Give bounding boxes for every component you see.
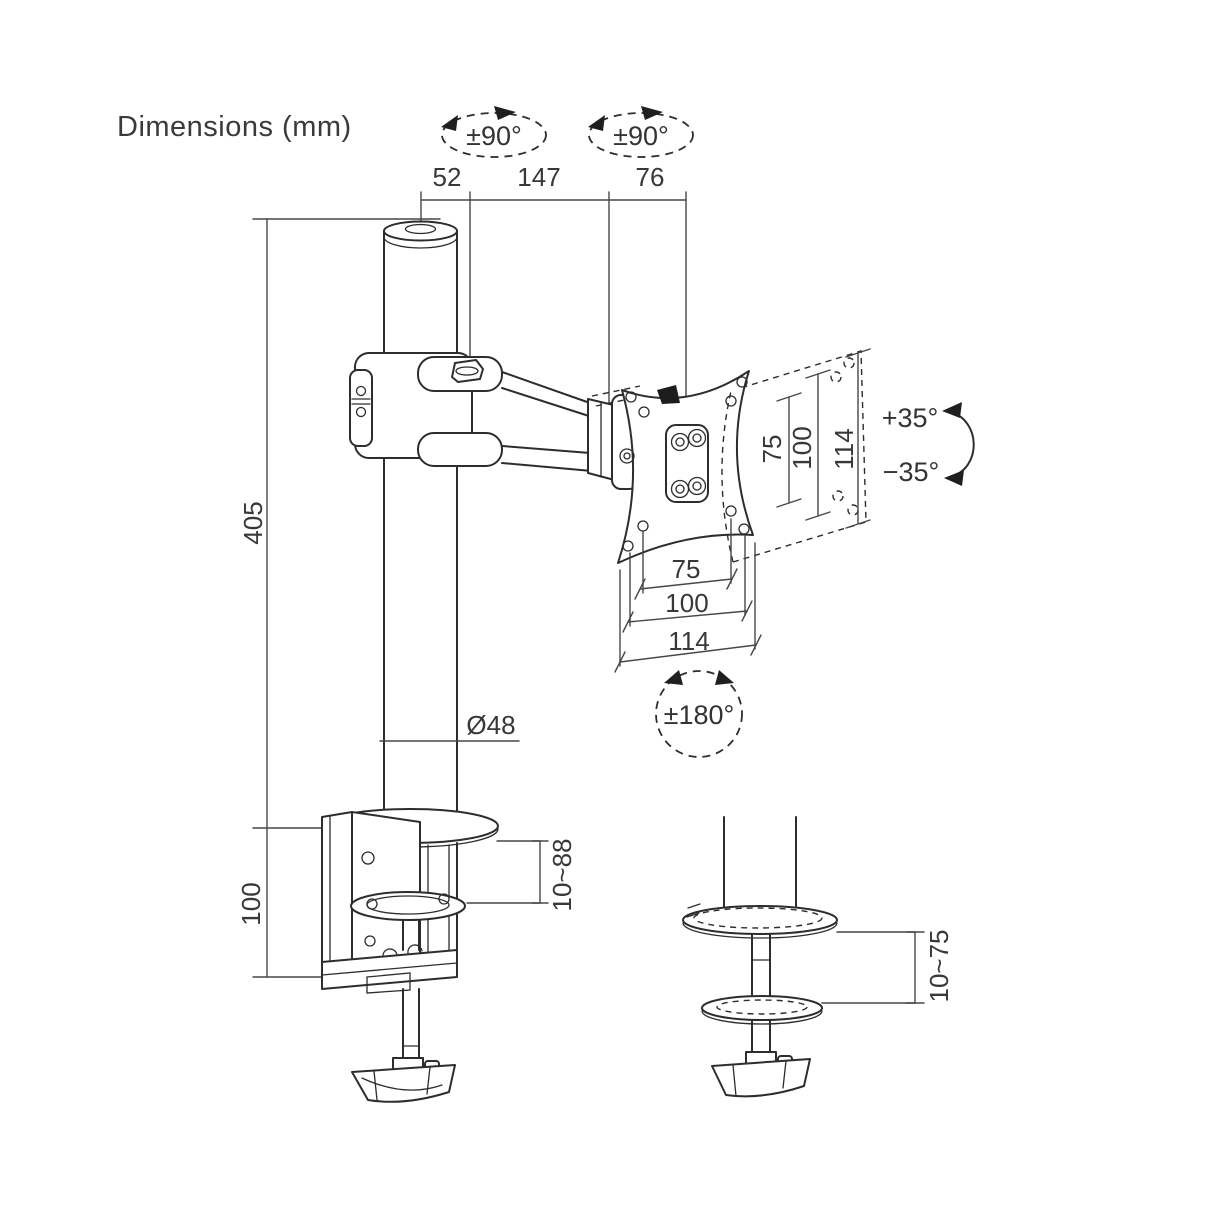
vesa-plate [617, 370, 754, 564]
rotation-180-arrowhead-left-icon [664, 670, 683, 685]
dim-arm-length: 147 [517, 162, 560, 192]
rotation-180-label: ±180° [664, 700, 735, 730]
dim-pole-diameter: Ø48 [379, 710, 520, 742]
dim-clamp-range: 10~88 [466, 838, 577, 912]
tilt-up-arrowhead-icon [942, 402, 962, 418]
dim-pole-height: 405 [238, 501, 268, 544]
monitor-arm [349, 352, 641, 490]
dim-grommet-range: 10~75 [821, 929, 954, 1004]
dim-vesa-h114: 114 [668, 626, 709, 656]
rotation-indicator-swivel-left: ±90° [441, 106, 547, 158]
dim-vesa-v100: 100 [787, 426, 817, 469]
rotation-indicator-180: ±180° [655, 670, 743, 758]
vesa-hinge-knob-dark [657, 385, 680, 404]
swivel-right-label: ±90° [613, 121, 669, 151]
grommet-top-disc [682, 905, 838, 935]
dim-vesa-v75: 75 [757, 435, 787, 464]
dim-vesa-horizontal: 75 100 114 [614, 518, 762, 673]
dim-head-length: 76 [636, 162, 665, 192]
grommet-handle [711, 1058, 811, 1098]
dim-left-heights: 405 100 [236, 218, 441, 978]
rotation-180-arrowhead-right-icon [715, 670, 734, 685]
clamp-range-label: 10~88 [547, 838, 577, 911]
swivel-right-arrowhead-cw-icon [641, 106, 663, 120]
swivel-left-arrowhead-cw-icon [494, 106, 516, 120]
grommet-range-label: 10~75 [924, 929, 954, 1002]
dim-vesa-h75: 75 [672, 554, 701, 584]
dim-clamp-height: 100 [236, 882, 266, 925]
tilt-indicator: +35° −35° [882, 402, 975, 487]
rotation-indicator-swivel-right: ±90° [588, 106, 694, 158]
tilt-down-label: −35° [883, 457, 940, 487]
pole-diameter-label: Ø48 [466, 710, 515, 740]
dim-arm-offset: 52 [433, 162, 462, 192]
tilt-up-label: +35° [882, 403, 939, 433]
swivel-left-arrowhead-ccw-icon [441, 115, 458, 131]
dim-top-lengths: 52 147 76 [420, 162, 687, 404]
drawing-title: Dimensions (mm) [117, 111, 352, 143]
dim-vesa-v114: 114 [829, 428, 859, 469]
pole [383, 220, 458, 813]
desk-clamp [321, 808, 499, 1103]
tilt-down-arrowhead-icon [944, 470, 964, 486]
arm-lower-plate [417, 432, 503, 467]
grommet-mount [682, 816, 838, 1098]
grommet-spacer-plate [701, 995, 823, 1021]
arm-pivot-nut [451, 359, 484, 383]
swivel-right-arrowhead-ccw-icon [588, 115, 605, 131]
dim-vesa-vertical: 75 100 114 [757, 348, 871, 529]
dim-vesa-h100: 100 [665, 588, 708, 618]
clamp-handle [351, 1064, 456, 1103]
swivel-left-label: ±90° [466, 121, 522, 151]
